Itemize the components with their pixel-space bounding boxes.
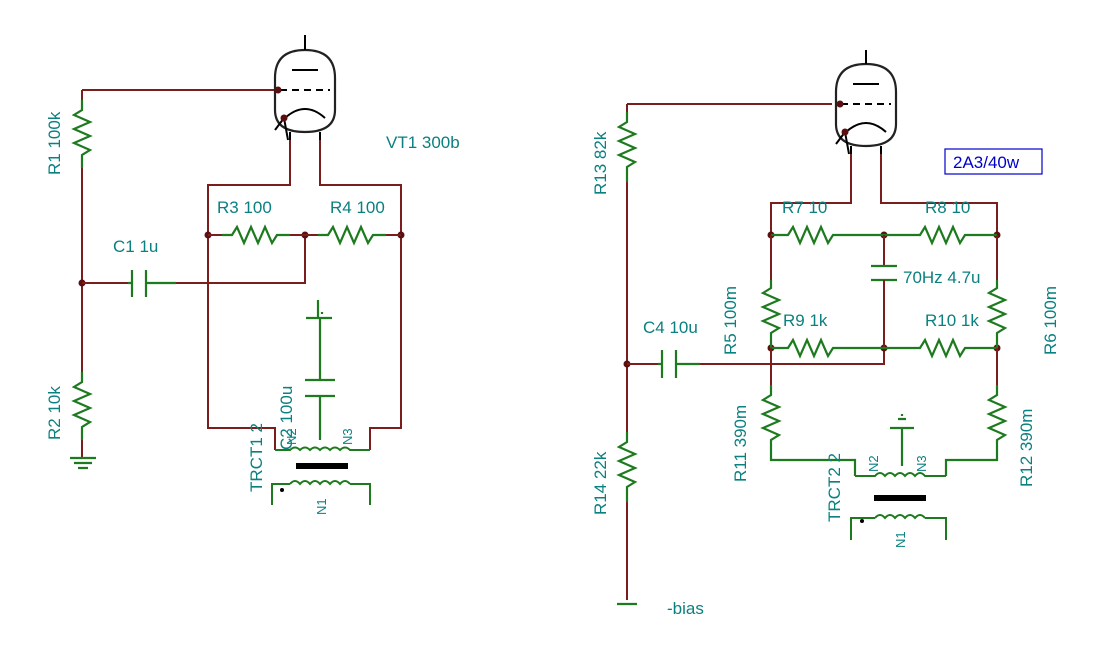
label-r2: R2 10k (45, 386, 64, 440)
label-c2: C2 100u (277, 386, 296, 450)
label-trct2: TRCT2 2 (825, 453, 844, 522)
label-r14: R14 22k (591, 451, 610, 515)
node (280, 114, 288, 122)
label-c4: C4 10u (643, 318, 698, 337)
resistor-r13 (616, 112, 638, 182)
label-r10: R10 1k (925, 311, 979, 330)
tube-label-box (944, 148, 1043, 175)
label-r9: R9 1k (783, 311, 828, 330)
resistor-r6 (986, 280, 1008, 348)
wire (700, 348, 885, 365)
resistor-r3 (222, 224, 290, 246)
label-r12: R12 390m (1017, 409, 1036, 487)
resistor-r12 (944, 385, 1008, 476)
label-70hz: 70Hz 4.7u (903, 268, 981, 287)
transformer-trct1 (271, 446, 371, 505)
resistor-r7 (771, 224, 884, 246)
capacitor-c4 (658, 350, 700, 378)
resistor-r9 (771, 337, 884, 359)
label-r6: R6 100m (1041, 286, 1060, 355)
resistor-r11 (760, 385, 857, 476)
ground-symbol (70, 456, 96, 470)
center-tap-ground (890, 414, 914, 466)
wire (880, 154, 998, 235)
capacitor-70hz (871, 264, 897, 282)
label-r1: R1 100k (45, 111, 64, 175)
capacitor-c1 (128, 270, 176, 297)
label-r5: R5 100m (721, 286, 740, 355)
label-vt1: VT1 300b (386, 133, 460, 152)
right-stage (616, 50, 1008, 606)
label-trct1-n2: N2 (284, 428, 299, 445)
label-trct2-n3: N3 (914, 455, 929, 472)
wire (770, 154, 852, 235)
resistor-r8 (884, 224, 997, 246)
label-trct1-n3: N3 (340, 428, 355, 445)
resistor-r5 (760, 280, 782, 348)
label-r8: R8 10 (925, 198, 970, 217)
label-r4: R4 100 (330, 198, 385, 217)
label-trct1: TRCT1 2 (247, 423, 266, 492)
resistor-r4 (318, 224, 386, 246)
labels: R1 100k R2 10k R3 100 R4 100 C1 1u VT1 3… (45, 111, 1060, 618)
tube-2a3 (834, 50, 898, 155)
wire-filament-right (319, 140, 402, 450)
label-2a3: 2A3/40w (953, 153, 1020, 172)
node (274, 86, 282, 94)
wire (176, 235, 306, 284)
tube-vt1 (273, 35, 337, 141)
resistor-r14 (616, 432, 638, 502)
label-bias: -bias (667, 599, 704, 618)
node (836, 100, 844, 108)
label-trct2-n2: N2 (866, 455, 881, 472)
left-stage (70, 35, 405, 505)
resistor-r1 (71, 100, 93, 168)
transformer-trct2 (850, 472, 947, 540)
label-r7: R7 10 (782, 198, 827, 217)
resistor-r2 (71, 372, 93, 440)
wire-filament-left (207, 140, 291, 450)
label-trct1-n1: N1 (314, 498, 329, 515)
label-trct2-n1: N1 (893, 531, 908, 548)
label-r13: R13 82k (591, 131, 610, 195)
node (841, 128, 849, 136)
label-c1: C1 1u (113, 237, 158, 256)
label-r3: R3 100 (217, 198, 272, 217)
capacitor-c2 (305, 300, 335, 440)
resistor-r10 (884, 337, 997, 359)
label-r11: R11 390m (731, 405, 750, 482)
